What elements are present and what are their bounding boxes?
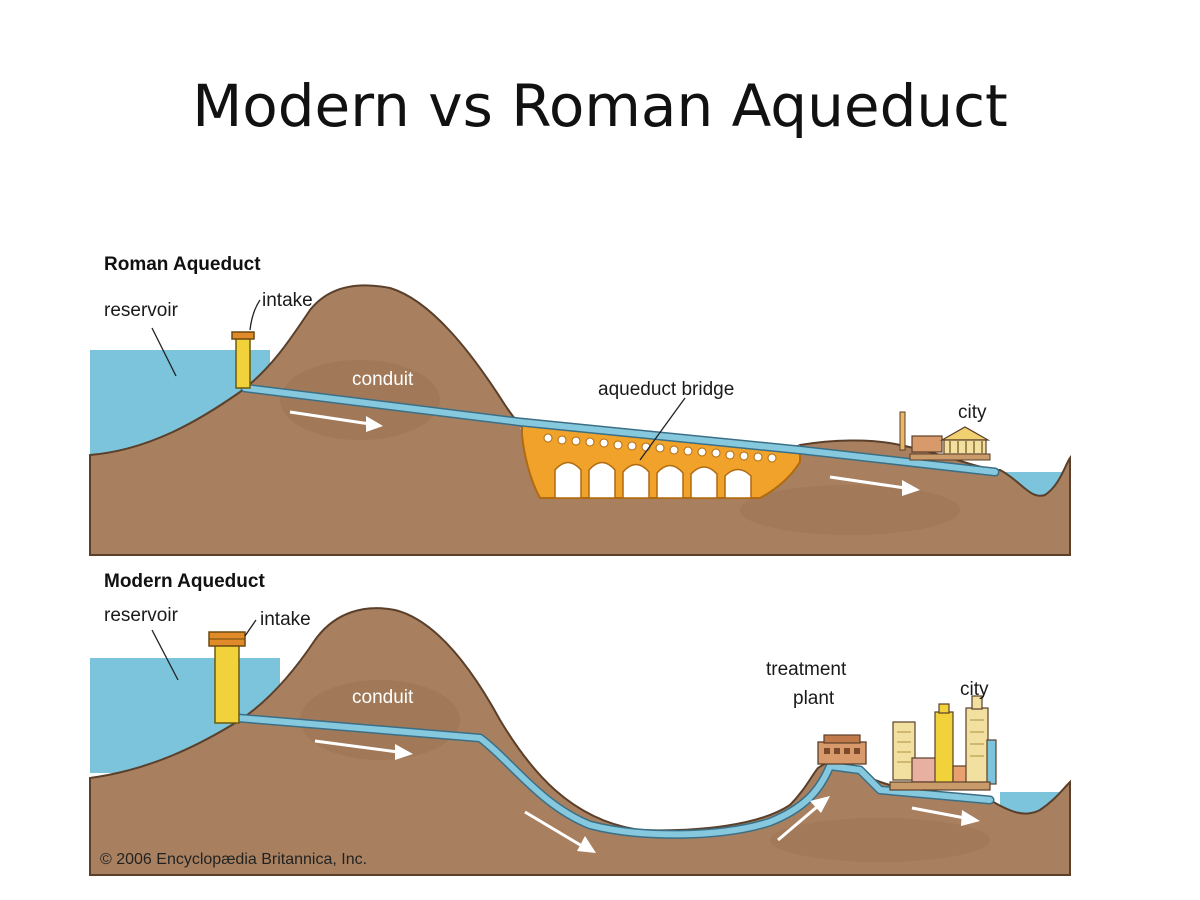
roman-flow-arrow (289, 410, 383, 432)
modern-ground-texture (770, 818, 990, 862)
aqueduct-bridge (521, 423, 801, 499)
modern-conduit-label: conduit (352, 687, 414, 708)
modern-city-label: city (960, 679, 989, 700)
roman-reservoir-leader (151, 327, 177, 377)
roman-city-label: city (958, 402, 987, 423)
modern-intake-leader (244, 619, 257, 637)
modern-city-skyline (889, 695, 997, 791)
modern-flow-arrow (911, 806, 980, 826)
modern-intake-label: intake (260, 609, 311, 630)
treatment-plant-label-line1: treatment (766, 659, 847, 680)
roman-bridge-label: aqueduct bridge (598, 379, 734, 400)
roman-conduit-label: conduit (352, 369, 414, 390)
roman-flow-arrow (829, 475, 920, 496)
copyright-notice: © 2006 Encyclopædia Britannica, Inc. (100, 851, 367, 868)
modern-heading: Modern Aqueduct (104, 571, 265, 592)
modern-flow-arrow (777, 796, 830, 842)
roman-bridge-leader (639, 397, 686, 461)
slide-title: Modern vs Roman Aqueduct (192, 72, 1008, 140)
treatment-plant-label-line2: plant (793, 688, 835, 709)
modern-flow-arrow (524, 810, 596, 853)
roman-ground-texture (740, 485, 960, 535)
modern-panel: Modern Aqueduct reservoir intake conduit… (89, 571, 1071, 876)
modern-reservoir-label: reservoir (104, 605, 179, 626)
roman-intake-label: intake (262, 290, 313, 311)
modern-reservoir-leader (151, 629, 179, 681)
treatment-plant-building (817, 734, 867, 765)
roman-heading: Roman Aqueduct (104, 254, 261, 275)
roman-intake-leader (249, 299, 261, 331)
roman-city-building (899, 411, 991, 461)
modern-intake-tower (208, 631, 246, 724)
modern-ground-texture (300, 680, 460, 760)
modern-flow-arrow (314, 739, 413, 760)
roman-panel: Roman Aqueduct reservoir intake conduit … (89, 254, 1071, 556)
roman-intake-tower (231, 331, 255, 389)
roman-reservoir-label: reservoir (104, 300, 179, 321)
